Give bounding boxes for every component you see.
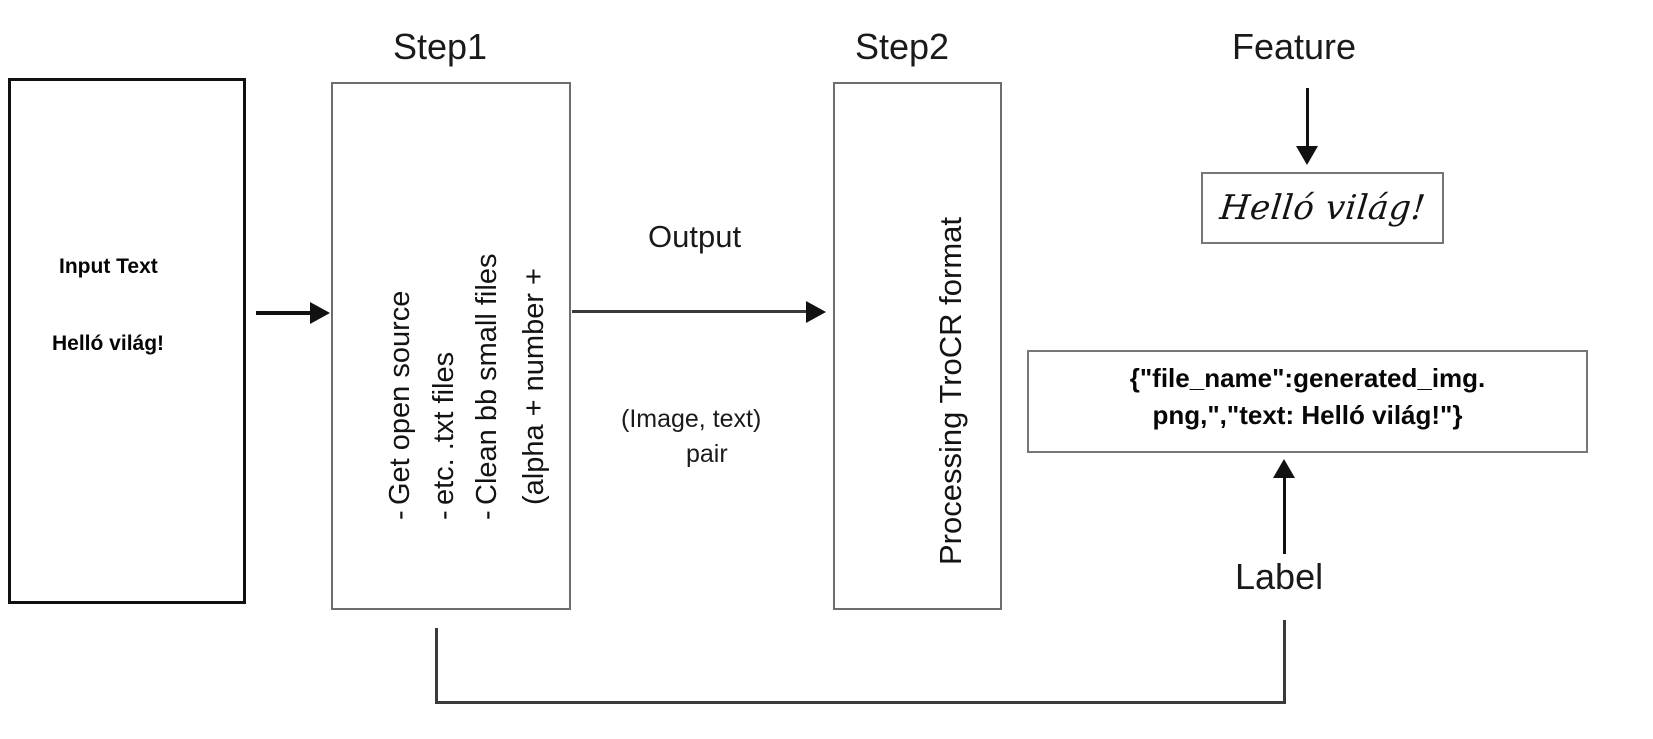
input-text-sample: Helló világ! [52,332,165,355]
output-edge-line [572,310,808,313]
output-edge-arrowhead [806,301,826,323]
feature-arrowhead [1296,146,1318,165]
step2-title: Step2 [855,26,950,67]
json-label-line1: {"file_name":generated_img. [1129,363,1486,393]
step2-body-text: Processing TroCR format [933,217,968,565]
step1-title: Step1 [393,26,488,67]
output-edge-sublabel-line1: (Image, text) [621,405,762,433]
step2-box [833,82,1002,610]
step1-item-2-text: Clean bb small files [471,253,503,505]
step1-item-0-text: Get open source [384,290,416,505]
label-edge-line [1283,478,1286,554]
handwriting-sample-text: Helló világ! [1217,188,1428,228]
step1-item-2-bullet: - [471,510,503,520]
step1-item-3-text: (alpha + number + [518,268,550,505]
step1-item-0-bullet: - [384,510,416,520]
label-edge-arrowhead [1273,459,1295,478]
step1-item-1-text: etc. .txt files [428,351,460,505]
handwriting-sample-box [1201,172,1444,244]
json-label-line2: png,","text: Helló világ!"} [1152,400,1463,430]
feature-label: Feature [1232,26,1357,67]
feedback-bottom-horizontal [435,701,1286,704]
feedback-left-vertical [435,628,438,704]
output-edge-sublabel-line2: pair [686,440,728,468]
feature-arrow-line [1306,88,1309,150]
label-edge-label: Label [1235,556,1324,597]
handwriting-sample-wrap: Helló világ! [1201,172,1444,244]
output-edge-label: Output [648,219,742,254]
input-to-step1-line [256,311,312,315]
feedback-right-vertical [1283,620,1286,704]
step1-box [331,82,571,610]
json-label-box [1027,350,1588,453]
input-text-heading: Input Text [59,255,158,278]
step1-item-1-bullet: - [428,510,460,520]
input-to-step1-arrowhead [310,302,330,324]
input-text-box [8,78,246,604]
